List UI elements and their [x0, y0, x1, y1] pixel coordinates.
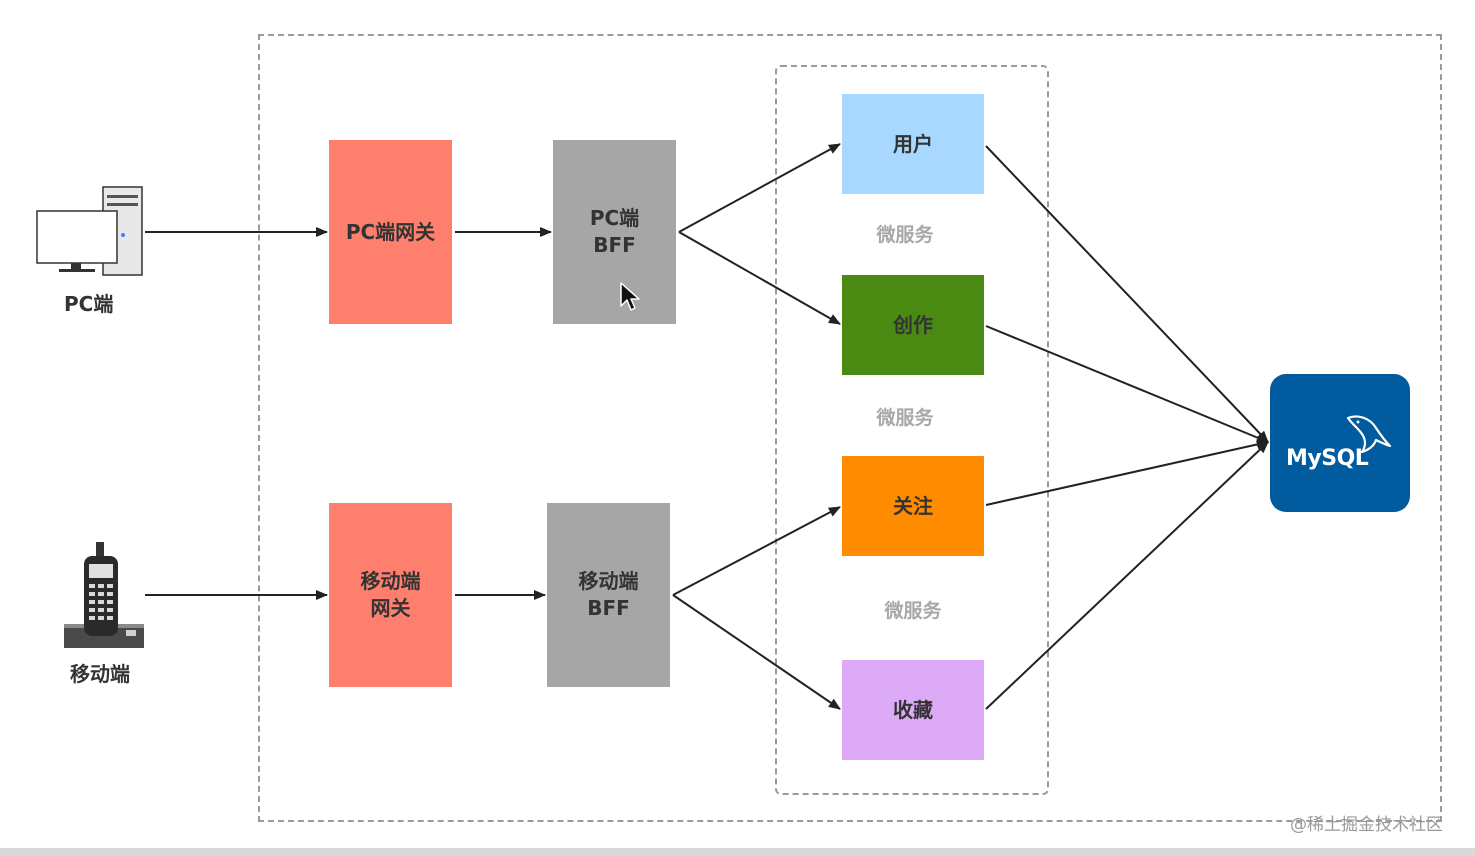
bottom-bar [0, 848, 1475, 856]
arrow-mobilebff-to-follow [672, 506, 841, 596]
pc-gateway-node: PC端网关 [329, 140, 452, 324]
microservice-label: 微服务 [876, 407, 934, 429]
arrow-pcbff-to-user [678, 143, 841, 233]
user-service-node: 用户 [842, 94, 984, 194]
arrow-follow-to-mysql [985, 439, 1269, 506]
arrow-create-to-mysql [985, 325, 1269, 443]
microservice-label: 微服务 [876, 224, 934, 246]
microservice-boundary [775, 65, 1049, 795]
arrow-collect-to-mysql [985, 441, 1269, 710]
mysql-database-node: MySQL [1270, 374, 1410, 512]
mysql-dolphin-icon [1346, 415, 1392, 454]
mysql-wordmark: MySQL [1286, 446, 1369, 471]
collect-service-node: 收藏 [842, 660, 984, 760]
microservice-label: 微服务 [884, 600, 942, 622]
follow-service-node: 关注 [842, 456, 984, 556]
desktop-computer-icon [36, 186, 143, 276]
arrow-user-to-mysql [985, 145, 1269, 443]
arrow-mobilebff-to-collect [672, 594, 841, 710]
mobile-gateway-node: 移动端 网关 [329, 503, 452, 687]
system-boundary [258, 34, 1442, 822]
pc-client-label: PC端 [64, 292, 114, 316]
mouse-cursor-icon [620, 282, 640, 311]
create-service-node: 创作 [842, 275, 984, 375]
mobile-bff-node: 移动端 BFF [547, 503, 670, 687]
pc-bff-node: PC端 BFF [553, 140, 676, 324]
cordless-phone-icon [64, 542, 144, 648]
arrow-pcbff-to-create [678, 231, 841, 325]
mobile-client-label: 移动端 [70, 662, 130, 686]
watermark-text: @稀土掘金技术社区 [1290, 815, 1443, 835]
